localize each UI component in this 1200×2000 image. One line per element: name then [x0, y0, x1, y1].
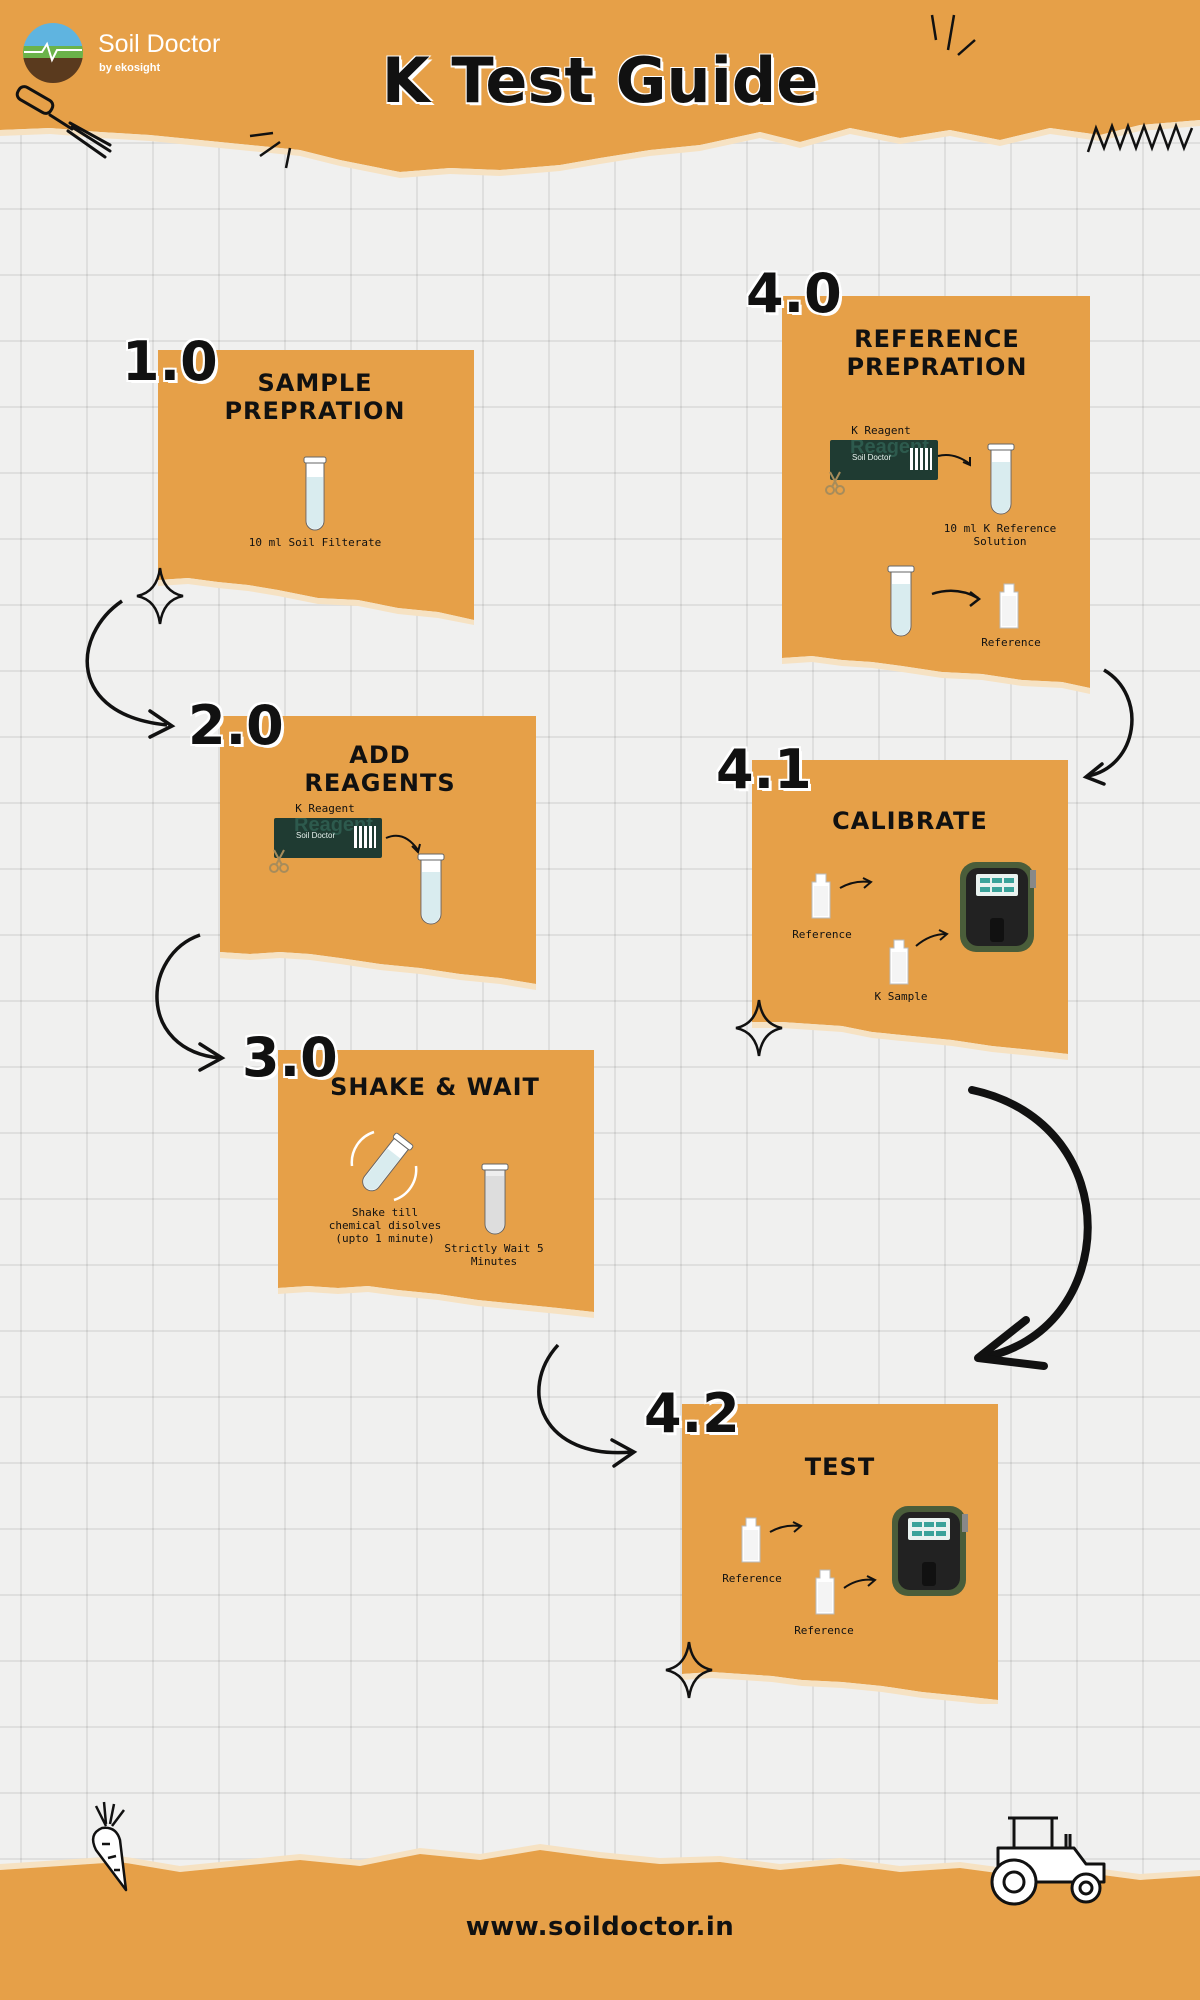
- brand-logo[interactable]: [22, 22, 84, 88]
- sparkle-icon: [735, 999, 783, 1057]
- scissors-icon: [269, 849, 289, 873]
- test-tube-icon: [481, 1163, 509, 1235]
- card-shake-and-wait: [278, 1050, 594, 1318]
- cuvette-icon: [741, 1517, 761, 1563]
- arrow-small-icon: [937, 454, 971, 467]
- arrow-small-icon: [769, 1521, 803, 1533]
- arrow-small-icon: [843, 1575, 877, 1589]
- reagent-pack: Reagent Soil Doctor: [830, 440, 938, 480]
- cuvette-icon: [811, 873, 831, 919]
- step-title: REFERENCE PREPRATION: [846, 325, 1028, 381]
- step-title: CALIBRATE: [832, 807, 988, 835]
- label-reference: Reference: [981, 636, 1041, 649]
- step-title: SAMPLE PREPRATION: [224, 369, 406, 425]
- sparkle-icon: [136, 567, 184, 625]
- test-tube-icon: [303, 456, 327, 531]
- cuvette-icon: [999, 583, 1019, 629]
- arrow-small-icon: [385, 834, 421, 854]
- arrow-step1-to-step2-icon: [85, 599, 176, 739]
- label-wait: Strictly Wait 5 Minutes: [444, 1242, 544, 1269]
- zigzag-icon: [1086, 122, 1194, 153]
- step-number: 2.0: [188, 694, 284, 757]
- step-number: 4.1: [716, 738, 812, 801]
- top-banner: [0, 0, 1200, 178]
- test-tube-icon: [417, 853, 445, 925]
- cuvette-icon: [815, 1569, 835, 1615]
- arrow-small-icon: [839, 877, 873, 889]
- doodle-sparks-icon: [930, 14, 976, 56]
- arrow-step3-to-step42-icon: [537, 1343, 638, 1468]
- cuvette-icon: [889, 939, 909, 985]
- doodle-sparks-left-icon: [249, 131, 292, 169]
- label-soil-filterate: 10 ml Soil Filterate: [248, 536, 382, 549]
- test-tube-icon: [887, 565, 915, 637]
- bottom-banner: [0, 1844, 1200, 2000]
- footer-url-link[interactable]: www.soildoctor.in: [465, 1912, 735, 1942]
- shaking-tube-icon: [350, 1130, 418, 1202]
- label-reference: Reference: [722, 1572, 782, 1585]
- step-number: 3.0: [242, 1026, 338, 1089]
- step-title: TEST: [804, 1453, 876, 1481]
- scissors-icon: [825, 471, 845, 495]
- label-reference-solution: 10 ml K Reference Solution: [943, 522, 1057, 549]
- tractor-icon: [990, 1816, 1106, 1906]
- label-k-sample: K Sample: [874, 990, 928, 1003]
- card-calibrate: [752, 760, 1068, 1060]
- arrow-step41-to-step42-icon: [968, 1086, 1092, 1370]
- meter-device-icon: [960, 862, 1036, 952]
- arrow-step40-to-step41-icon: [1082, 668, 1134, 786]
- meter-device-icon: [892, 1506, 968, 1596]
- arrow-step2-to-step3-icon: [155, 933, 226, 1072]
- garden-fork-icon: [15, 85, 112, 159]
- test-tube-icon: [987, 443, 1015, 515]
- label-k-reagent: K Reagent: [295, 802, 355, 815]
- arrow-small-icon: [915, 929, 949, 947]
- label-k-reagent: K Reagent: [851, 424, 911, 437]
- card-test: [682, 1404, 998, 1704]
- arrow-small-icon: [931, 589, 982, 607]
- soil-logo-icon: [23, 23, 83, 83]
- brand-name: Soil Doctor: [98, 30, 221, 58]
- step-title: SHAKE & WAIT: [330, 1073, 540, 1101]
- page-title: K Test Guide: [381, 44, 819, 117]
- label-reference: Reference: [792, 928, 852, 941]
- carrot-icon: [91, 1801, 128, 1892]
- step-title: ADD REAGENTS: [304, 741, 456, 797]
- brand-tagline: by ekosight: [99, 62, 161, 74]
- step-number: 1.0: [122, 330, 218, 393]
- step-number: 4.2: [644, 1382, 740, 1445]
- label-shake: Shake till chemical disolves (upto 1 min…: [328, 1206, 442, 1246]
- label-reference: Reference: [794, 1624, 854, 1637]
- sparkle-icon: [665, 1641, 713, 1699]
- step-number: 4.0: [746, 262, 842, 325]
- reagent-pack: Reagent Soil Doctor: [274, 818, 382, 858]
